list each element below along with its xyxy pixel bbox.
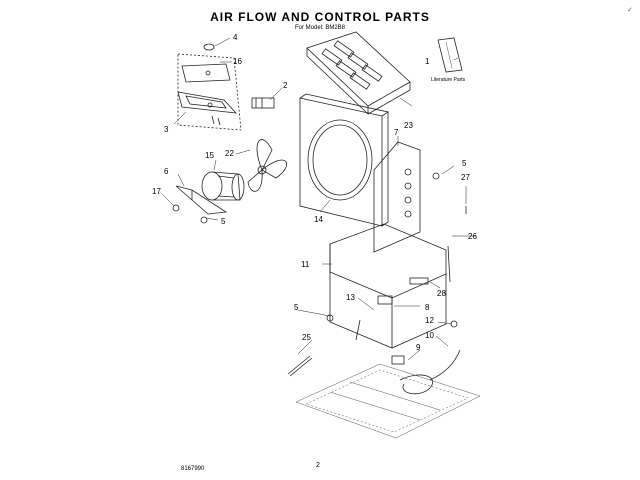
callout-12: 23: [404, 121, 413, 130]
callout-25: 25: [302, 333, 311, 342]
page-number: 2: [316, 462, 320, 469]
callout-4: 4: [233, 33, 238, 42]
callout-11: 22: [225, 149, 234, 158]
callout-14: 12: [425, 316, 434, 325]
callout-5-bottom: 5: [294, 303, 299, 312]
callout-28: 28: [437, 289, 446, 298]
fastener-screws: [172, 172, 467, 341]
callout-3: 3: [164, 125, 169, 134]
callout-26: 26: [468, 232, 477, 241]
corner-check-mark: ✓: [627, 7, 633, 14]
long-screw: [287, 355, 313, 377]
fan-motor: [201, 171, 245, 201]
document-part-number: 8167990: [181, 466, 205, 472]
callout-7: 7: [394, 128, 399, 137]
leader-lines: [161, 37, 476, 361]
literature-parts-label: Literature Parts: [431, 77, 466, 83]
callout-8: 16: [233, 57, 242, 66]
model-subtitle: For Model: BM2B8: [294, 25, 346, 31]
top-grille: [306, 31, 411, 115]
callout-17: 17: [152, 187, 161, 196]
callout-23: 11: [301, 260, 310, 269]
fan-blade: [247, 139, 287, 192]
base-compartment: [329, 223, 447, 349]
literature-booklet: [437, 37, 463, 73]
callout-5-right: 5: [462, 159, 467, 168]
connector-part: [391, 355, 405, 365]
callout-9: 8: [425, 303, 430, 312]
callout-15: 10: [425, 331, 434, 340]
callout-5-left: 5: [221, 217, 226, 226]
callout-10: 15: [205, 151, 214, 160]
side-panel: [373, 141, 421, 253]
page-title: AIR FLOW AND CONTROL PARTS: [210, 10, 430, 24]
callout-1: 1: [425, 57, 430, 66]
callout-27: 27: [461, 173, 470, 182]
motor-bracket: [175, 185, 228, 215]
support-rod: [447, 245, 451, 283]
callout-22: 9: [416, 343, 421, 352]
base-pan: [295, 363, 481, 439]
callout-13: 13: [346, 293, 355, 302]
callout-2: 2: [283, 81, 288, 90]
callout-16: 14: [314, 215, 323, 224]
switch-part: [251, 97, 275, 109]
control-cover-assembly: [177, 43, 242, 131]
callout-labels: 4 16 3 2 1 23 7 22 15 5 27 6 17 5 14 26 …: [152, 33, 477, 352]
callout-6: 6: [164, 167, 169, 176]
fan-shroud-panel: [299, 93, 390, 227]
